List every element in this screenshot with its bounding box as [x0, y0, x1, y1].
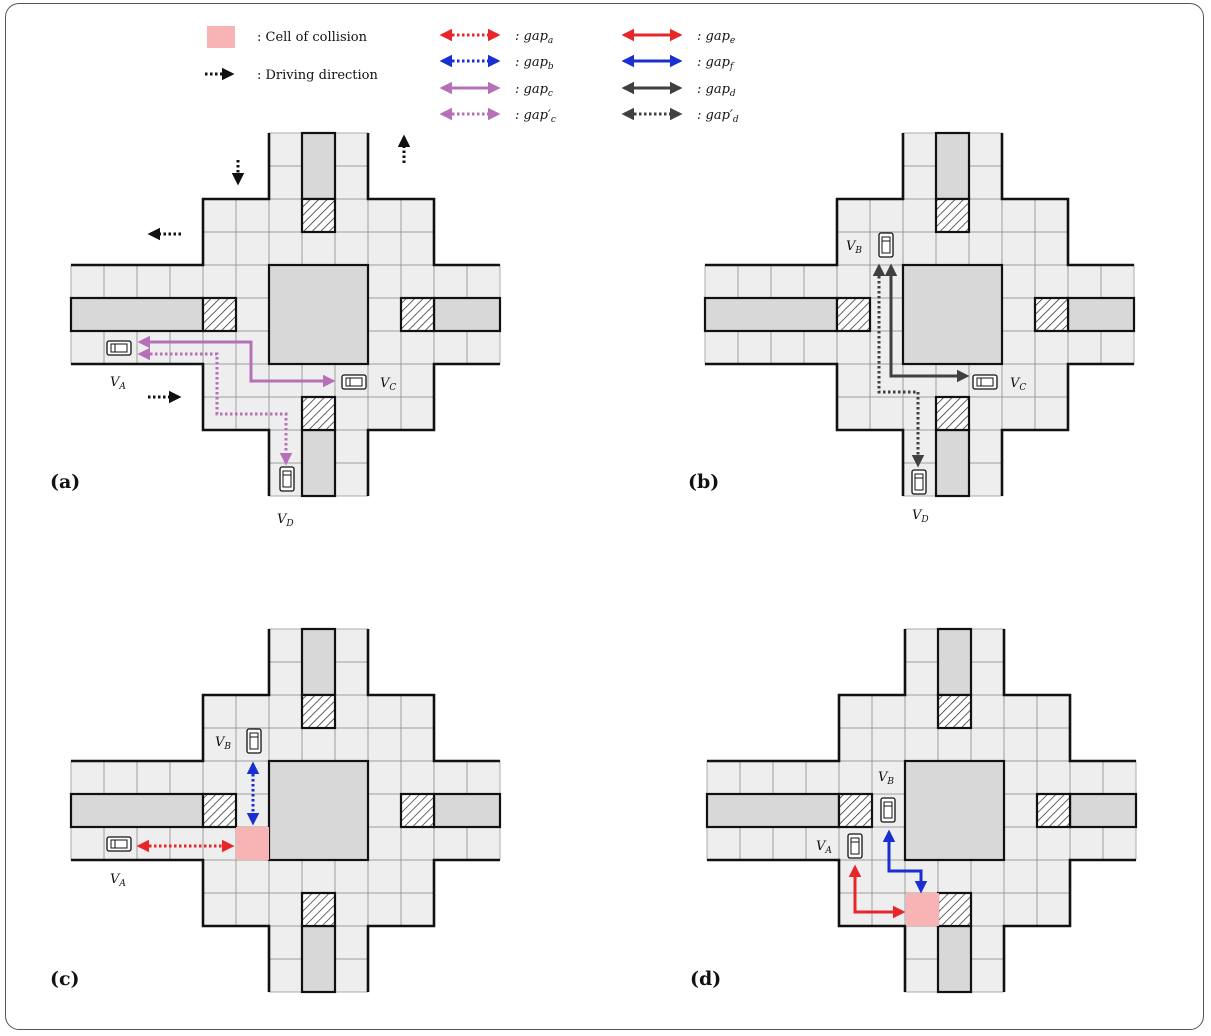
stopline-west — [201, 296, 238, 333]
median-north — [936, 627, 973, 697]
legend-gap-label-2: : gapc — [515, 82, 553, 99]
boundary-nw — [71, 133, 271, 267]
vehicle-a-panel-d — [847, 833, 863, 859]
boundary-sw — [707, 858, 907, 992]
stopline-west — [837, 792, 874, 829]
vehicle-b-panel-b — [878, 232, 894, 258]
median-west — [69, 792, 205, 829]
legend-gap-label-1: : gapb — [515, 55, 554, 72]
boundary-ne — [366, 133, 500, 267]
boundary-nw — [71, 629, 271, 763]
gap-e-arrow — [848, 864, 906, 919]
median-north — [300, 131, 337, 201]
median-south — [934, 428, 971, 498]
median-east — [1068, 792, 1138, 829]
boundary-ne — [366, 629, 500, 763]
median-east — [432, 792, 502, 829]
boundary-nw — [707, 629, 907, 763]
stopline-south — [300, 891, 337, 928]
median-west — [703, 296, 839, 333]
stopline-west — [835, 296, 872, 333]
median-north — [300, 627, 337, 697]
vehicle-label-va-a: VA — [110, 375, 126, 392]
legend-gap-label-7: : gap′d — [697, 108, 739, 125]
intersection-panel-a — [69, 131, 502, 498]
stopline-east — [399, 792, 436, 829]
gap-c-prime-arrow — [137, 347, 293, 466]
center-island — [267, 263, 370, 366]
boundary-se — [366, 858, 500, 992]
vehicle-label-vd-a: VD — [277, 512, 294, 529]
center-island — [903, 759, 1006, 862]
median-east — [1066, 296, 1136, 333]
panel-tag-d: (d) — [690, 968, 721, 990]
intersection-panel-b — [703, 131, 1136, 498]
vehicle-label-vd-b: VD — [912, 508, 929, 525]
vehicle-label-va-c: VA — [110, 872, 126, 889]
intersection-panel-d — [705, 627, 1138, 994]
legend-gap-label-4: : gape — [697, 29, 735, 46]
legend: : Cell of collision : Driving direction : … — [207, 26, 739, 125]
center-island — [267, 759, 370, 862]
legend-gap-label-6: : gapd — [697, 82, 736, 99]
stopline-north — [300, 197, 337, 234]
boundary-se — [1002, 858, 1136, 992]
vehicle-c-panel-a — [341, 374, 367, 390]
boundary-ne — [1000, 133, 1134, 267]
legend-gap-label-3: : gap′c — [515, 108, 556, 125]
boundary-se — [366, 362, 500, 496]
median-south — [300, 924, 337, 994]
stopline-west — [201, 792, 238, 829]
panel-tag-b: (b) — [688, 471, 719, 493]
boundary-nw — [705, 133, 905, 267]
vehicle-d-panel-b — [911, 469, 927, 495]
vehicle-b-panel-d — [880, 797, 896, 823]
panel-tag-a: (a) — [50, 471, 80, 493]
stopline-north — [300, 693, 337, 730]
stopline-east — [1035, 792, 1072, 829]
intersection-panel-c — [69, 627, 502, 994]
boundary-ne — [1002, 629, 1136, 763]
stopline-north — [936, 693, 973, 730]
panel-tag-c: (c) — [50, 968, 80, 990]
legend-collision-swatch — [207, 26, 235, 48]
vehicle-b-panel-c — [246, 728, 262, 754]
gap-d-prime-arrow — [872, 263, 925, 468]
legend-gap-label-0: : gapa — [515, 29, 553, 46]
stopline-east — [1033, 296, 1070, 333]
vehicle-a-panel-c — [106, 836, 132, 852]
collision-cell-d — [906, 893, 939, 926]
median-west — [69, 296, 205, 333]
vehicle-d-panel-a — [279, 466, 295, 492]
stopline-east — [399, 296, 436, 333]
legend-collision-label: : Cell of collision — [257, 30, 368, 45]
boundary-sw — [71, 858, 271, 992]
collision-cell-c — [236, 827, 269, 860]
median-west — [705, 792, 841, 829]
stopline-south — [934, 395, 971, 432]
legend-gap-label-5: : gapf — [697, 55, 735, 72]
stopline-north — [934, 197, 971, 234]
center-island — [901, 263, 1004, 366]
stopline-south — [936, 891, 973, 928]
median-north — [934, 131, 971, 201]
median-south — [936, 924, 973, 994]
legend-direction-label: : Driving direction — [257, 68, 379, 83]
stopline-south — [300, 395, 337, 432]
median-south — [300, 428, 337, 498]
vehicle-c-panel-b — [972, 374, 998, 390]
median-east — [432, 296, 502, 333]
vehicle-a-panel-a — [106, 340, 132, 356]
boundary-se — [1000, 362, 1134, 496]
